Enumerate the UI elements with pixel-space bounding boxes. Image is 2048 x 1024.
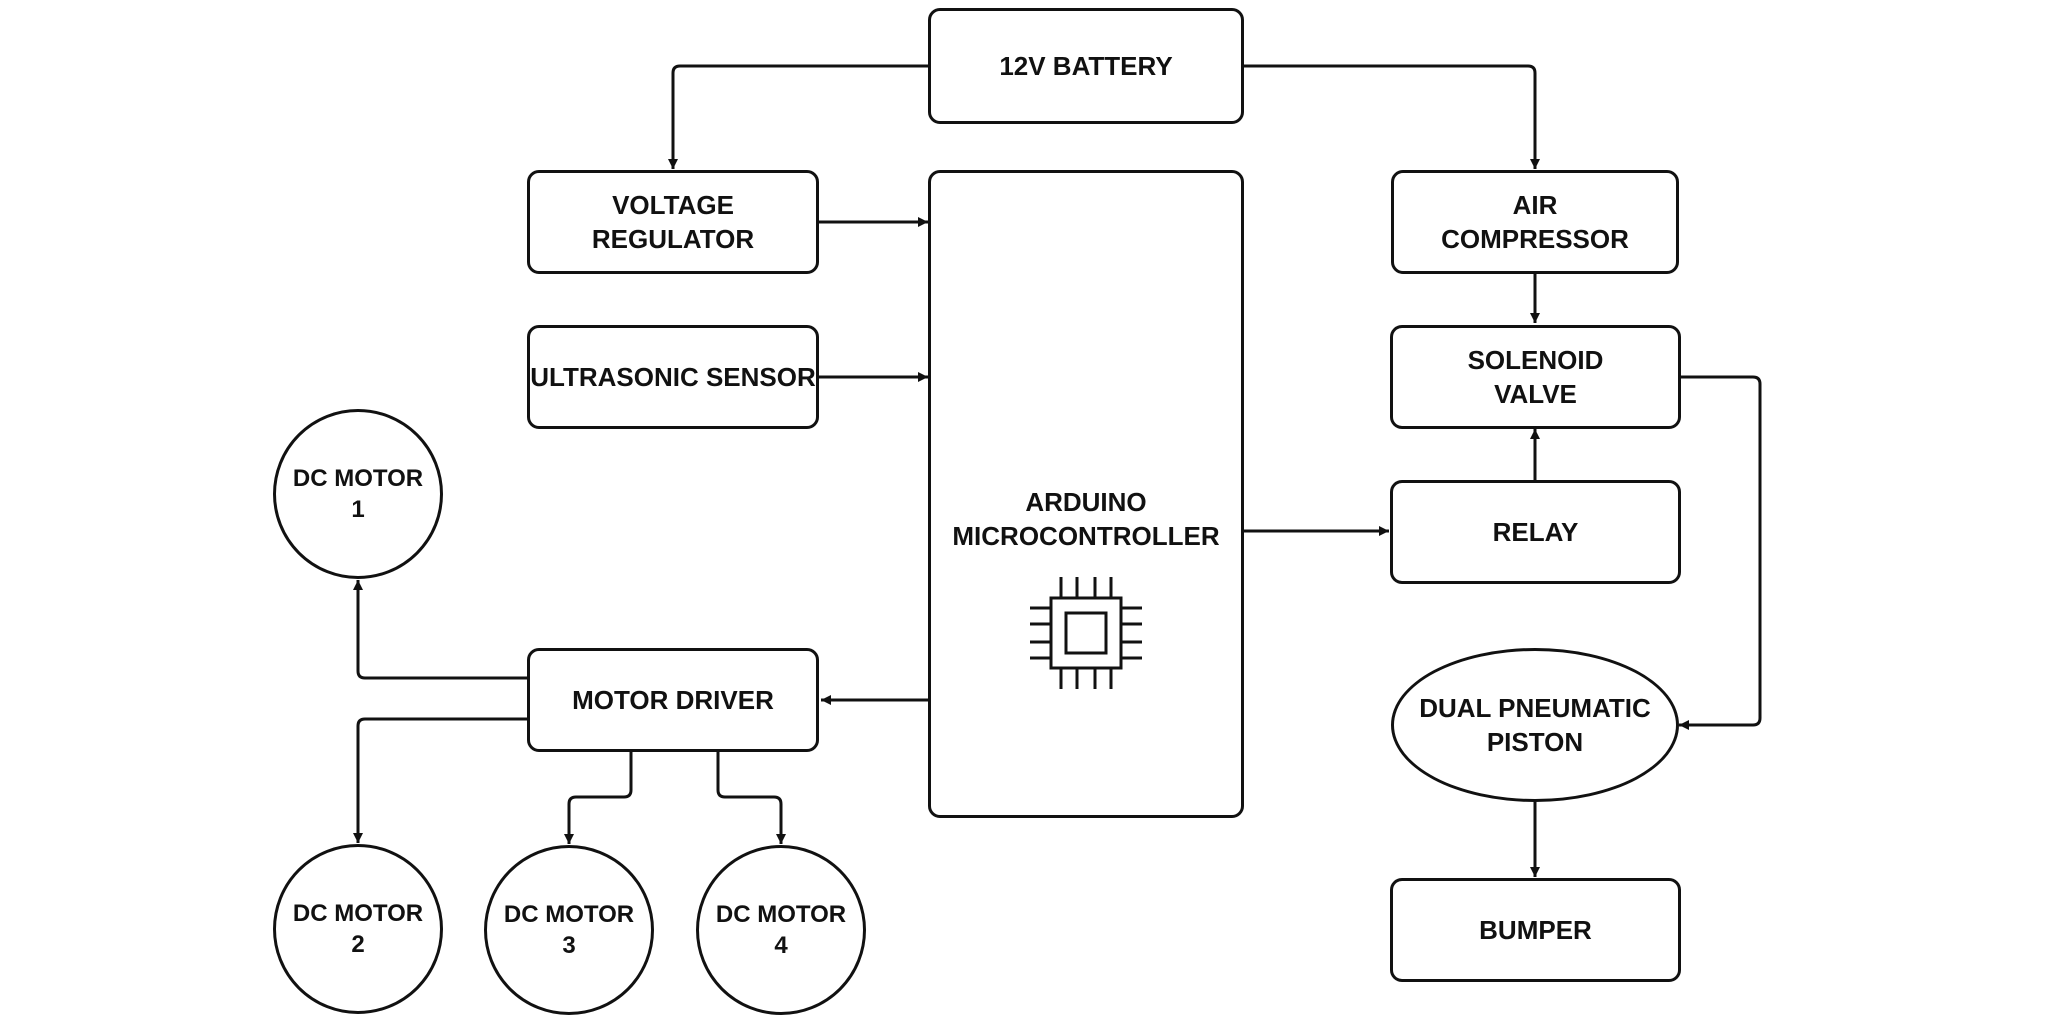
dc-motor-1-label-line1: DC MOTOR [292,465,424,492]
motor-driver-label: MOTOR DRIVER [572,685,774,715]
arduino-label-line1: ARDUINO [1025,487,1147,517]
battery-box: 12V BATTERY [928,8,1244,124]
dc-motor-4-label-line1: DC MOTOR [715,901,847,928]
air-compressor-label-line1: AIR [1512,190,1558,220]
dc-motor-4-circle: DC MOTOR 4 [696,845,866,1015]
arrow-solenoid-valve-to-piston [1679,375,1762,730]
ultrasonic-sensor-box: ULTRASONIC SENSOR [527,325,819,429]
dc-motor-3-label-line1: DC MOTOR [503,901,635,928]
arrow-motor-driver-to-dc-motor-2 [353,717,527,843]
dc-motor-1-circle: DC MOTOR 1 [273,409,443,579]
voltage-regulator-box: VOLTAGE REGULATOR [527,170,819,274]
microchip-icon [1029,577,1142,689]
arrow-motor-driver-to-dc-motor-1 [353,580,527,680]
arduino-label-line2: MICROCONTROLLER [952,521,1220,551]
solenoid-valve-label-line2: VALVE [1494,379,1577,409]
arrow-battery-to-air-compressor [1244,64,1540,169]
bumper-box: BUMPER [1390,878,1681,982]
dc-motor-4-label-line2: 4 [774,932,788,959]
arrow-motor-driver-to-dc-motor-4 [716,752,786,844]
motor-driver-box: MOTOR DRIVER [527,648,819,752]
piston-label-line1: DUAL PNEUMATIC [1419,693,1651,723]
battery-label: 12V BATTERY [999,51,1173,81]
piston-label-line2: PISTON [1486,727,1584,757]
dc-motor-3-circle: DC MOTOR 3 [484,845,654,1015]
air-compressor-label-line2: COMPRESSOR [1441,224,1629,254]
bumper-label: BUMPER [1479,915,1592,945]
dc-motor-2-label-line2: 2 [351,931,365,958]
dc-motor-2-label-line1: DC MOTOR [292,900,424,927]
solenoid-valve-label-line1: SOLENOID [1467,345,1604,375]
dc-motor-1-label-line2: 1 [351,496,365,523]
dc-motor-2-circle: DC MOTOR 2 [273,844,443,1014]
solenoid-valve-box: SOLENOID VALVE [1390,325,1681,429]
air-compressor-box: AIR COMPRESSOR [1391,170,1679,274]
relay-box: RELAY [1390,480,1681,584]
arrow-battery-to-voltage-regulator [668,64,930,169]
dual-pneumatic-piston-ellipse: DUAL PNEUMATIC PISTON [1391,648,1679,802]
relay-label: RELAY [1492,517,1579,547]
voltage-regulator-label: VOLTAGE REGULATOR [591,190,755,254]
ultrasonic-sensor-label: ULTRASONIC SENSOR [530,362,816,392]
arduino-box: ARDUINO MICROCONTROLLER [928,170,1244,818]
dc-motor-3-label-line2: 3 [562,932,576,959]
arrow-motor-driver-to-dc-motor-3 [564,752,633,844]
